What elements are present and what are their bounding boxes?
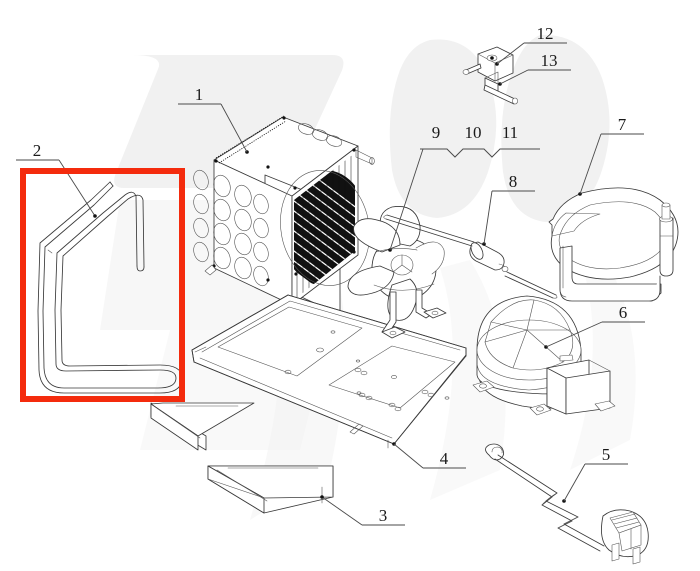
callout-12-label: 12 (537, 24, 554, 43)
callout-5-label: 5 (602, 445, 611, 464)
condenser-bottom-stub (204, 264, 217, 276)
part-2-highlight-rect[interactable] (20, 168, 185, 402)
bracket-9-10-11: 9 10 11 (389, 123, 540, 251)
callout-12: 12 (496, 24, 567, 65)
callout-7-label: 7 (618, 115, 627, 134)
part-defrost-heater-cord (485, 443, 649, 565)
callout-9-label: 9 (432, 123, 441, 142)
part-relay-box (462, 46, 514, 94)
callout-8: 8 (483, 172, 535, 245)
compressor-feet (472, 380, 616, 416)
condenser-return-bends (193, 169, 269, 287)
part-capillary-tube-loop (37, 181, 183, 394)
condenser-top-fin-edge (215, 115, 287, 164)
part-terminal-pin (483, 82, 518, 105)
callout-3-label: 3 (379, 506, 388, 525)
callout-3: 3 (320, 495, 405, 526)
callout-2-label: 2 (33, 141, 42, 160)
callout-10-label: 10 (465, 123, 482, 142)
callout-1-label: 1 (195, 85, 204, 104)
callout-13-label: 13 (541, 51, 558, 70)
motor-bracket (381, 289, 447, 339)
part-condenser-coil (193, 115, 375, 316)
callout-7: 7 (579, 115, 644, 195)
callout-1: 1 (178, 85, 248, 153)
callout-5: 5 (563, 445, 628, 502)
part-filter-drier (383, 214, 558, 299)
condenser-top-tubes (297, 123, 343, 147)
part-suction-loop-tube (548, 187, 679, 302)
callout-8-label: 8 (509, 172, 518, 191)
callout-6-label: 6 (619, 303, 628, 322)
condenser-fins (280, 153, 370, 300)
callout-11-label: 11 (502, 123, 518, 142)
callout-layer: 1 2 3 4 (16, 24, 645, 526)
part-fan-motor-assembly (347, 205, 447, 339)
callout-4: 4 (393, 443, 466, 469)
part-compressor (472, 295, 616, 416)
callout-2: 2 (16, 141, 97, 218)
callout-13: 13 (499, 51, 571, 85)
callout-6: 6 (545, 303, 645, 348)
callout-4-label: 4 (440, 449, 449, 468)
part-drip-tray (150, 402, 334, 514)
base-plate-holes (284, 330, 450, 412)
